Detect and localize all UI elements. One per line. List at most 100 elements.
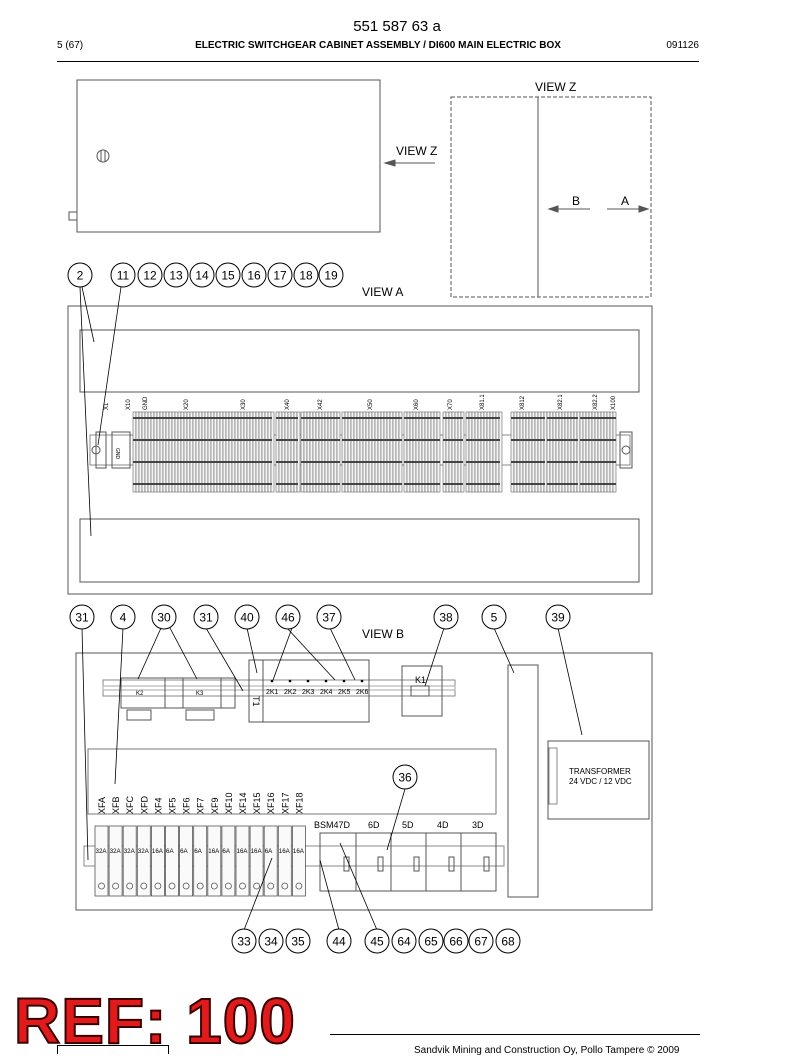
fuse-name: XF10 [224,792,234,814]
upper-cable-duct [79,329,640,393]
fuse-rating: 16A [152,848,164,855]
terminal-block [460,411,465,493]
callout-number: 68 [501,935,515,949]
callout-number: 37 [322,611,336,625]
fuse-terminal [98,882,105,890]
callout-circle [318,262,344,288]
fuse-terminal [267,882,275,890]
fuse-name: XF18 [294,792,304,814]
terminal-block [336,411,341,493]
callout-circle [495,928,521,954]
view-z-arrow-label: VIEW Z [396,144,437,158]
relay-indicator [306,679,310,683]
terminal-label: X30 [241,399,247,410]
relay-indicator [360,679,364,683]
fuse-rating: 16A [293,848,305,855]
fuse-rating: 32A [138,848,150,855]
callout-circle [418,928,444,954]
callout-number: 33 [237,935,251,949]
callout-circle [545,604,571,630]
terminal-block [270,411,275,493]
fuse-block [277,825,292,897]
module-label: BSM47D [314,820,351,830]
callout-circle [391,928,417,954]
terminal-label: X100 [611,395,617,410]
callout-circle [267,262,293,288]
terminal-label: X20 [184,399,190,410]
gnd-block-label: GND [114,448,120,460]
relay-label: 2K5 [338,689,351,696]
fuse-name: XF15 [252,792,262,814]
callout-number: 40 [240,611,254,625]
arrow-b-label: B [572,194,580,208]
terminal-label: X40 [285,399,291,410]
terminal-label: X70 [448,399,454,410]
fuse-rating: 6A [166,848,174,855]
fuse-name: XFC [125,795,135,814]
fuse-rating: 16A [279,848,291,855]
terminal-block [498,411,503,493]
callout-circle [231,928,257,954]
callout-circle [189,262,215,288]
fuse-terminal [112,882,119,890]
callout-number: 65 [424,935,438,949]
document-title: ELECTRIC SWITCHGEAR CABINET ASSEMBLY / D… [195,40,561,51]
view-b-panel [75,652,653,911]
callout-number: 64 [397,935,411,949]
callout-number: 2 [77,269,84,283]
fuse-terminal [210,882,218,890]
callout-number: 39 [551,611,565,625]
fuse-block [179,825,194,897]
transformer-line1: TRANSFORMER [569,767,631,776]
fuse-name: XF5 [168,797,178,814]
fuse-block [108,825,123,897]
fuse-rating: 16A [237,848,249,855]
terminal-block [296,411,301,493]
callout-number: 45 [370,935,384,949]
fuse-block [193,825,208,897]
relay-indicator [342,679,346,683]
callout-number: 66 [449,935,463,949]
fuse-block [122,825,137,897]
relay-t1-label: T1 [251,696,261,707]
callout-circle [433,604,459,630]
terminal-label: X82.1 [558,394,564,410]
view-z-outline [450,96,652,298]
relay-indicator [270,679,274,683]
terminal-block [398,411,403,493]
fuse-rating: 16A [251,848,263,855]
callout-number: 30 [157,611,171,625]
fuse-terminal [295,882,303,890]
terminal-label: X812 [520,395,526,410]
callout-circle [443,928,469,954]
terminal-block [436,411,441,493]
callout-circle [258,928,284,954]
callout-number: 35 [291,935,305,949]
fuse-terminal [168,882,176,890]
page-indicator: 5 (67) [57,40,84,51]
fuse-name: XF16 [266,792,276,814]
document-number: 551 587 63 a [353,18,441,35]
callout-number: 13 [169,269,183,283]
callout-circle [316,604,342,630]
terminal-label: X1 [104,402,110,410]
callout-circle [241,262,267,288]
cabinet-side-view [76,79,381,233]
module-label: 4D [437,820,449,830]
view-a-title: VIEW A [362,285,403,299]
fuse-terminal [154,882,162,890]
fuse-terminal [126,882,134,890]
callout-circle [163,262,189,288]
view-a-panel [67,305,653,595]
callout-number: 36 [398,771,412,785]
view-z-title: VIEW Z [535,80,576,94]
module-label: 3D [472,820,484,830]
fuse-terminal [182,882,190,890]
footer-copyright: Sandvik Mining and Construction Oy, Poll… [414,1045,680,1056]
callout-circle [69,604,95,630]
callout-number: 19 [324,269,338,283]
header-divider [57,61,699,62]
callout-circle [326,928,352,954]
fuse-block [249,825,264,897]
